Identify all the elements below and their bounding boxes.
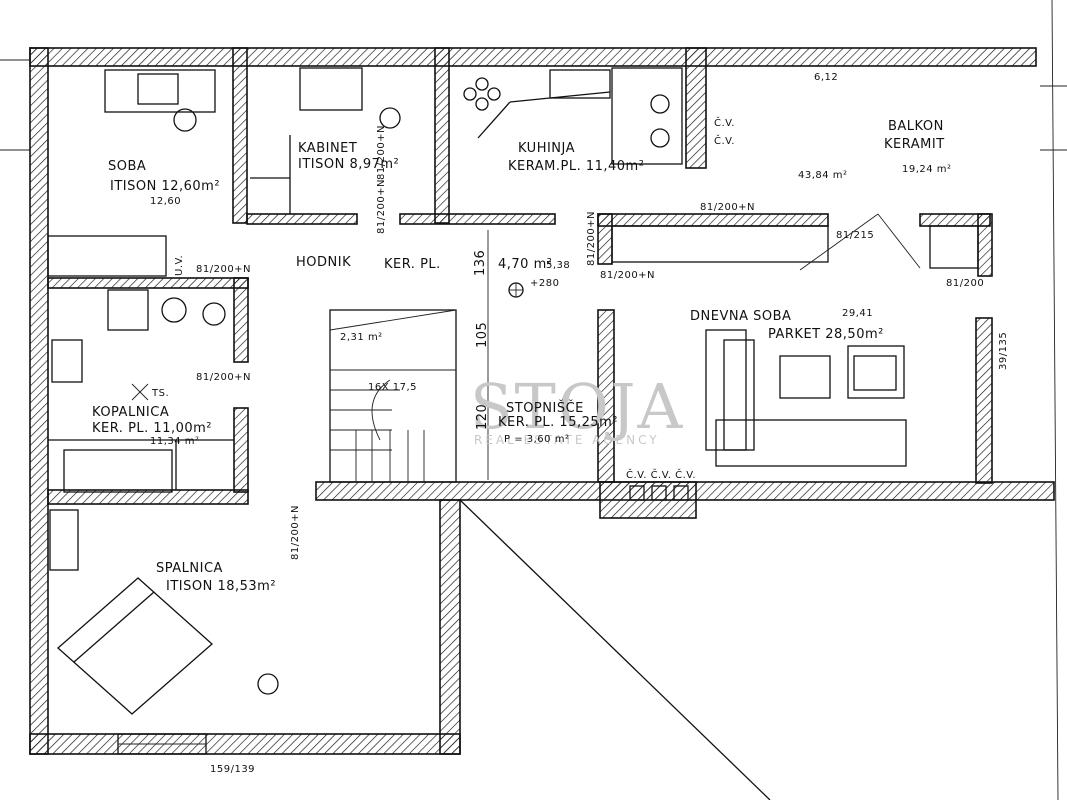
- fixture-ts: TS.: [151, 388, 169, 399]
- label-soba: SOBA: [108, 159, 146, 174]
- top-outer-wall: [29, 47, 1037, 67]
- fixture-cv-2: Č.V.: [714, 134, 735, 147]
- label-kuhinja: KUHINJA: [518, 141, 575, 156]
- walls: [29, 47, 1055, 755]
- wall-kabinet-bottom: [246, 213, 358, 225]
- dim-stairs: 16X 17,5: [368, 382, 417, 393]
- label-dnevna-soba-extra: 29,41: [842, 308, 873, 319]
- label-hodnik: HODNIK: [296, 255, 351, 270]
- dim-105: 105: [475, 322, 490, 348]
- dim-balkon-top: 6,12: [814, 72, 838, 83]
- label-balkon-area: 19,24 m²: [902, 164, 952, 175]
- opening-1: 81/200+N: [376, 179, 387, 234]
- label-soba-extra: 12,60: [150, 196, 181, 207]
- fixture-cv-row: Č.V. Č.V. Č.V.: [626, 468, 696, 481]
- label-stopnisce-floor: KER. PL. 15,25m²: [498, 415, 618, 430]
- dim-120: 120: [475, 404, 490, 430]
- opening-2: 81/200+N: [196, 264, 251, 275]
- opening-4: 81/200+N: [290, 505, 301, 560]
- label-balkon-extra: 43,84 m²: [798, 170, 848, 181]
- label-spalnica-floor: ITISON 18,53m²: [166, 579, 276, 594]
- fixture-uv: U.V.: [174, 255, 185, 276]
- opening-10: 81/215: [836, 230, 874, 241]
- wall-kuhinja-bottom: [399, 213, 556, 225]
- chimney-block: [599, 481, 697, 519]
- label-soba-floor: ITISON 12,60m²: [110, 179, 220, 194]
- wall-kabinet-kuhinja: [434, 47, 450, 224]
- opening-3: 81/200+N: [196, 372, 251, 383]
- dim-136: 136: [473, 250, 488, 276]
- label-kopalnica-extra: 11,34 m²: [150, 436, 200, 447]
- label-kabinet-floor: ITISON 8,97m²: [298, 157, 399, 172]
- label-kopalnica: KOPALNICA: [92, 405, 169, 420]
- left-outer-wall: [29, 47, 49, 755]
- label-spalnica: SPALNICA: [156, 561, 223, 576]
- wall-kuhinja-balkon: [685, 47, 707, 169]
- watermark-subtitle: REAL ESTATE AGENCY: [474, 433, 660, 447]
- fixture-cv-1: Č.V.: [714, 116, 735, 129]
- label-kuhinja-floor: KERAM.PL. 11,40m²: [508, 159, 644, 174]
- label-dnevna-soba-floor: PARKET 28,50m²: [768, 327, 884, 342]
- label-hodnik-extra: 5,38: [546, 260, 570, 271]
- label-dnevna-soba: DNEVNA SOBA: [690, 309, 791, 324]
- opening-5: 81/200+N: [586, 211, 597, 266]
- wall-bedroom-right: [439, 499, 461, 755]
- label-kopalnica-floor: KER. PL. 11,00m²: [92, 421, 212, 436]
- furniture: [47, 67, 979, 800]
- label-stopnisce: STOPNIŠČE: [506, 400, 584, 416]
- label-stopnisce-extra: P = 3,60 m²: [504, 434, 569, 445]
- label-hodnik-area: 4,70 m²: [498, 257, 552, 272]
- dim-bottom-opening: 159/139: [210, 764, 255, 775]
- opening-11: 39/135: [998, 332, 1009, 370]
- label-kabinet: KABINET: [298, 141, 357, 156]
- opening-7: 81/200+N: [700, 202, 755, 213]
- dim-stair-area: 2,31 m²: [340, 332, 383, 343]
- wall-bath-top: [47, 277, 249, 289]
- opening-6: 81/200+N: [600, 270, 655, 281]
- opening-8: 81/200+N: [376, 125, 387, 180]
- wall-soba-kabinet: [232, 47, 248, 224]
- wall-balkon-right-col: [977, 213, 993, 277]
- wall-bath-right-b: [233, 407, 249, 493]
- label-balkon-floor: KERAMIT: [884, 137, 945, 152]
- wall-bath-right-a: [233, 277, 249, 363]
- watermark-title: STOJA: [470, 370, 684, 443]
- dim-level: +280: [530, 278, 559, 289]
- wall-living-right: [975, 317, 993, 484]
- wall-bath-bottom: [47, 489, 249, 505]
- label-hodnik-floor: KER. PL.: [384, 257, 441, 272]
- opening-9: 81/200: [946, 278, 984, 289]
- wall-living-top: [597, 213, 829, 227]
- label-balkon: BALKON: [888, 119, 944, 134]
- wall-living-top-stub: [597, 213, 613, 265]
- bottom-outer-wall: [29, 733, 461, 755]
